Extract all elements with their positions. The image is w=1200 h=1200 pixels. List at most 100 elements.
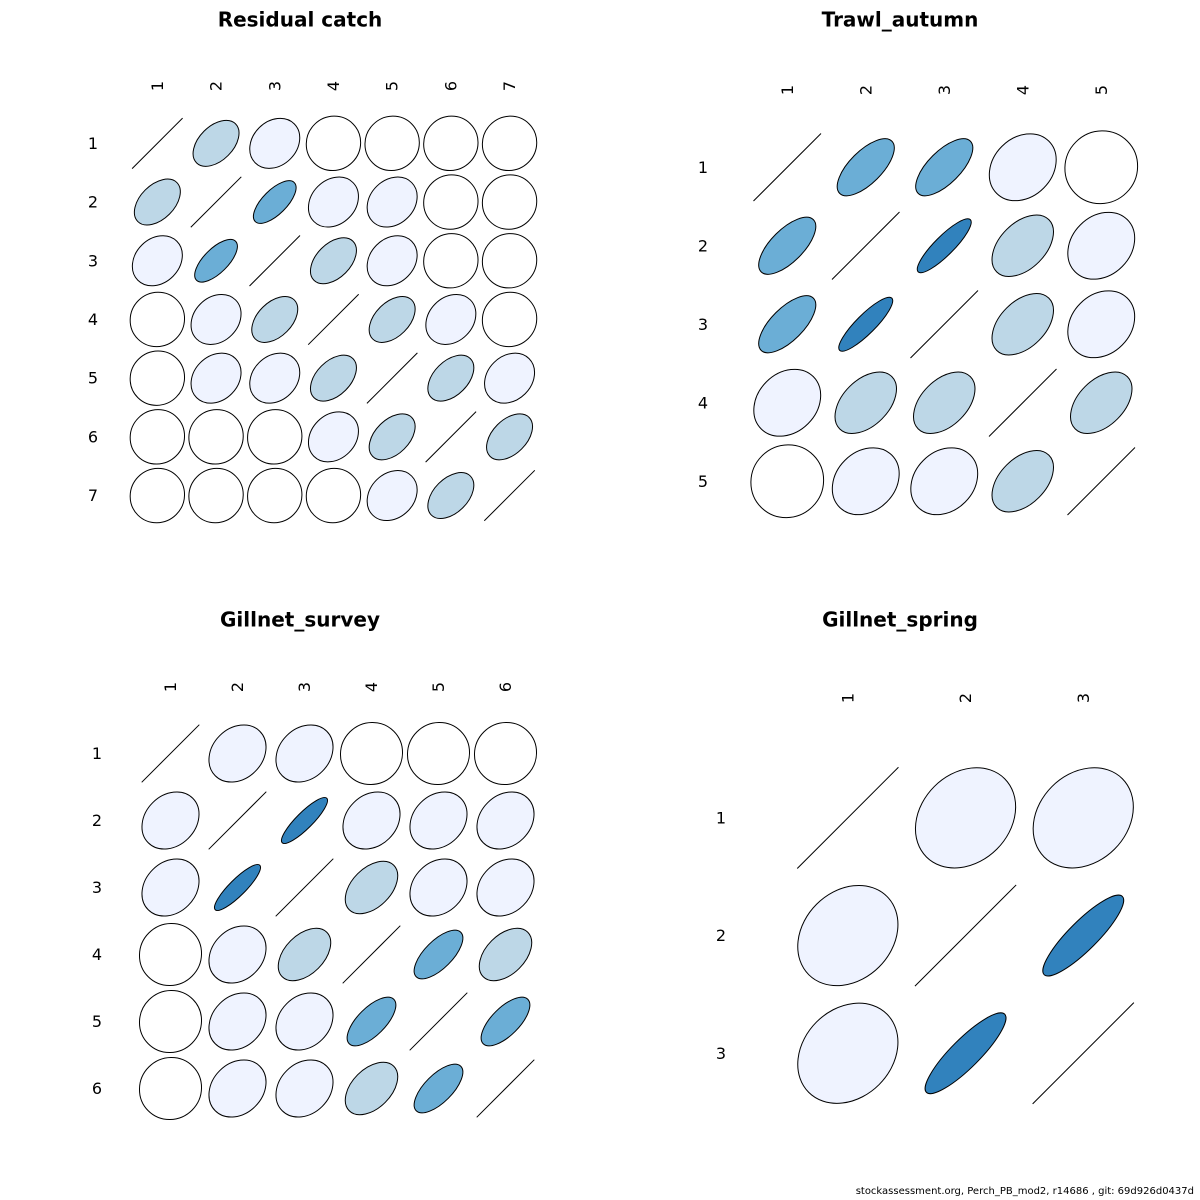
correlation-ellipse xyxy=(427,472,475,520)
correlation-ellipse xyxy=(423,174,479,230)
correlation-ellipse xyxy=(342,791,401,850)
column-label: 4 xyxy=(1013,85,1032,95)
row-label: 4 xyxy=(88,310,98,329)
column-label: 5 xyxy=(383,81,402,91)
row-label: 5 xyxy=(698,472,708,491)
correlation-ellipse xyxy=(129,350,186,406)
row-label: 2 xyxy=(716,926,726,945)
correlation-ellipse xyxy=(366,470,418,522)
correlation-ellipse xyxy=(249,352,301,404)
correlation-ellipse xyxy=(1032,767,1134,869)
correlation-ellipse xyxy=(339,721,404,786)
correlation-ellipse xyxy=(1067,290,1136,359)
row-label: 1 xyxy=(92,744,102,763)
correlation-ellipse xyxy=(988,133,1057,202)
correlation-ellipse xyxy=(486,413,534,461)
diagonal-line xyxy=(796,766,899,869)
correlation-ellipse xyxy=(750,444,825,519)
correlation-ellipse xyxy=(131,235,183,287)
correlation-ellipse xyxy=(831,447,900,516)
correlation-ellipse xyxy=(208,925,267,984)
column-label: 1 xyxy=(778,85,797,95)
row-label: 6 xyxy=(92,1079,102,1098)
correlation-ellipse xyxy=(1042,894,1125,977)
column-label: 5 xyxy=(429,682,448,692)
diagonal-line xyxy=(208,791,267,850)
correlation-ellipse xyxy=(249,117,301,169)
correlation-ellipse xyxy=(481,233,538,289)
correlation-ellipse xyxy=(484,352,536,404)
correlation-ellipse xyxy=(476,858,535,917)
correlation-ellipse xyxy=(129,409,186,465)
correlation-ellipse xyxy=(423,233,479,289)
column-label: 3 xyxy=(295,682,314,692)
correlation-ellipse xyxy=(364,115,420,172)
column-label: 5 xyxy=(1092,85,1111,95)
column-label: 1 xyxy=(148,81,167,91)
correlation-ellipse xyxy=(413,1063,464,1114)
correlation-ellipse xyxy=(1067,211,1136,280)
correlation-ellipse xyxy=(1064,130,1139,205)
diagonal-line xyxy=(483,469,536,522)
row-label: 3 xyxy=(88,251,98,270)
correlation-ellipse xyxy=(366,176,418,228)
row-label: 3 xyxy=(716,1044,726,1063)
correlation-ellipse xyxy=(753,368,822,437)
column-label: 7 xyxy=(500,81,519,91)
diagonal-line xyxy=(988,368,1057,437)
row-label: 1 xyxy=(698,158,708,177)
row-label: 7 xyxy=(88,486,98,505)
diagonal-line xyxy=(275,858,334,917)
diagonal-line xyxy=(914,884,1017,987)
correlation-ellipse xyxy=(194,238,238,283)
diagonal-line xyxy=(249,235,301,287)
column-label: 2 xyxy=(856,85,875,95)
correlation-ellipse xyxy=(344,1061,399,1116)
correlation-ellipse xyxy=(913,371,976,434)
diagonal-line xyxy=(141,724,200,783)
diagonal-line xyxy=(307,293,360,346)
correlation-ellipse xyxy=(247,409,303,465)
correlation-ellipse xyxy=(208,1059,267,1118)
correlation-ellipse xyxy=(188,409,244,465)
correlation-ellipse xyxy=(368,295,416,343)
row-label: 3 xyxy=(698,315,708,334)
correlation-ellipse xyxy=(991,450,1054,513)
correlation-ellipse xyxy=(836,138,895,197)
correlation-ellipse xyxy=(309,354,357,402)
correlation-ellipse xyxy=(423,115,479,172)
correlation-ellipse xyxy=(305,467,362,524)
column-label: 6 xyxy=(496,682,515,692)
correlation-ellipse xyxy=(991,293,1054,356)
column-label: 3 xyxy=(935,85,954,95)
correlation-ellipse xyxy=(991,214,1054,277)
correlation-ellipse xyxy=(133,178,181,226)
correlation-ellipse xyxy=(797,884,899,987)
correlation-ellipse xyxy=(190,293,242,345)
correlation-ellipse xyxy=(252,180,297,224)
row-label: 5 xyxy=(88,369,98,388)
diagonal-line xyxy=(425,411,477,463)
diagonal-line xyxy=(190,176,242,228)
correlation-ellipse xyxy=(190,352,242,404)
diagonal-line xyxy=(131,117,183,169)
correlation-ellipse xyxy=(1070,371,1133,434)
correlation-ellipse xyxy=(129,291,186,348)
row-label: 1 xyxy=(88,134,98,153)
correlation-ellipse xyxy=(924,1012,1007,1095)
column-label: 3 xyxy=(1074,693,1093,703)
correlation-ellipse xyxy=(280,796,329,845)
column-label: 1 xyxy=(161,682,180,692)
correlation-ellipse xyxy=(366,235,418,287)
correlation-ellipse xyxy=(425,293,477,345)
correlation-ellipse xyxy=(481,291,538,348)
column-label: 4 xyxy=(362,682,381,692)
row-label: 6 xyxy=(88,427,98,446)
correlation-ellipse xyxy=(758,295,817,354)
diagonal-line xyxy=(831,211,900,280)
row-label: 4 xyxy=(92,945,102,964)
correlation-ellipse xyxy=(275,992,334,1051)
